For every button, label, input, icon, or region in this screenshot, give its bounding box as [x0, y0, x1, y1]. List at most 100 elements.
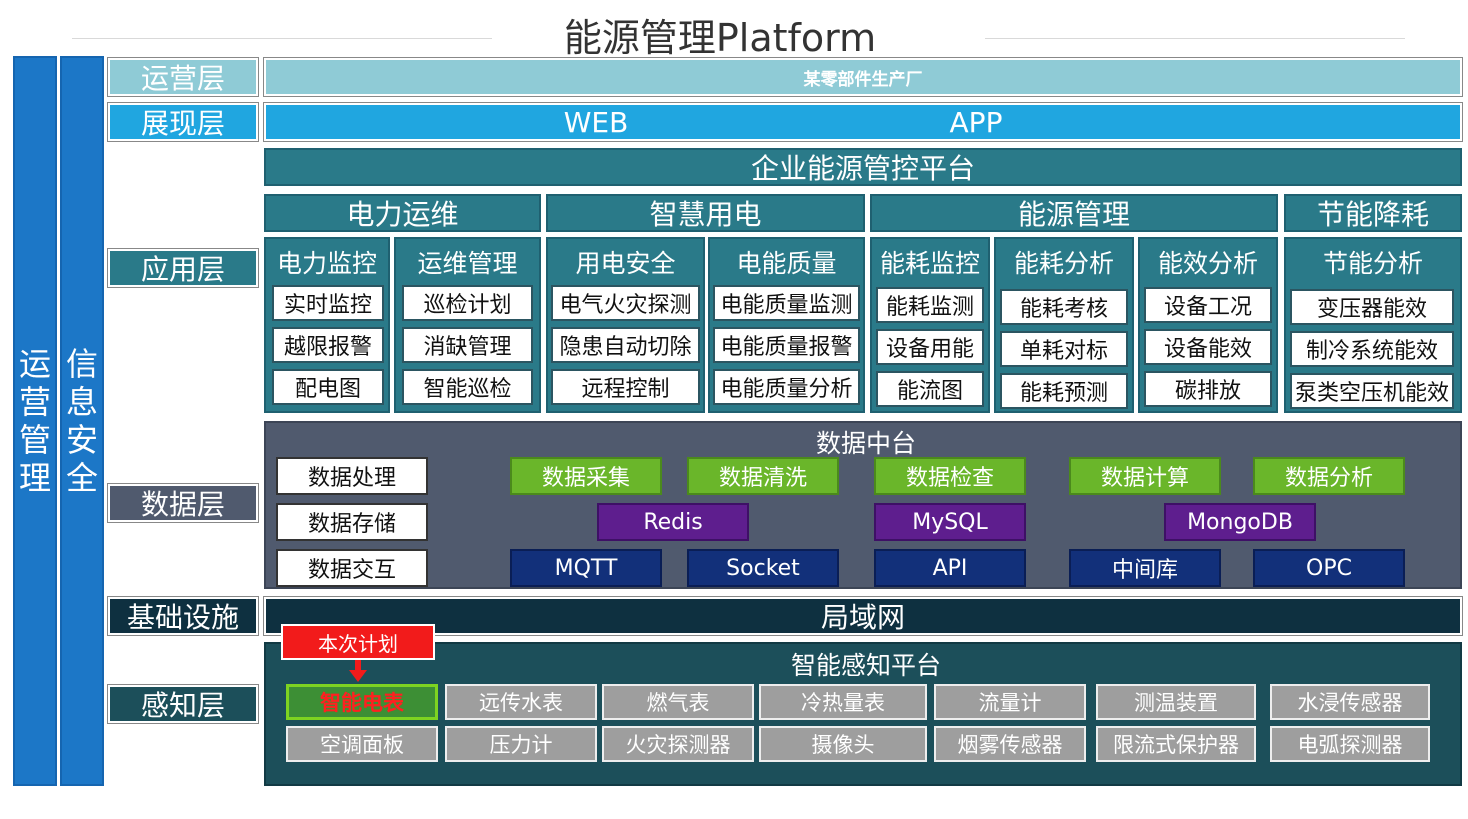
subcolumn-saving-analysis: 节能分析 变压器能效 制冷系统能效 泵类空压机能效: [1284, 237, 1462, 413]
layer-application: 应用层: [107, 248, 259, 288]
device-item: 空调面板: [286, 726, 438, 762]
module-cell: 单耗对标: [1000, 331, 1128, 367]
database-item: MySQL: [874, 503, 1026, 541]
category-header: 节能降耗: [1284, 194, 1462, 232]
info-sec-char: 息: [65, 383, 98, 421]
layer-infrastructure: 基础设施: [107, 596, 259, 636]
device-item: 测温装置: [1096, 684, 1256, 720]
module-cell: 远程控制: [551, 369, 700, 405]
data-center-title: 数据中台: [815, 429, 916, 458]
module-cell: 能耗预测: [1000, 373, 1128, 409]
layer-presentation: 展现层: [107, 102, 259, 142]
ops-mgmt-char: 营: [18, 383, 51, 421]
protocol-item: API: [874, 549, 1026, 587]
database-item: Redis: [597, 503, 749, 541]
module-cell: 变压器能效: [1290, 289, 1454, 325]
module-cell: 电能质量分析: [713, 369, 860, 405]
app-label: APP: [949, 105, 1003, 139]
layer-ops: 运营层: [107, 57, 259, 97]
subcolumn-title: 节能分析: [1322, 249, 1423, 278]
subcolumn-power-monitoring: 电力监控 实时监控 越限报警 配电图: [264, 237, 390, 413]
title-line-left: [72, 38, 492, 39]
ops-bar-label: 某零部件生产厂: [803, 69, 923, 90]
plan-callout: 本次计划: [281, 624, 435, 660]
subcolumn-power-quality: 电能质量 电能质量监测 电能质量报警 电能质量分析: [708, 237, 865, 413]
ops-management-bar: 运 营 管 理: [13, 56, 57, 786]
module-cell: 电气火灾探测: [551, 285, 700, 321]
subcolumn-title: 电能质量: [736, 249, 837, 278]
module-cell: 越限报警: [272, 327, 384, 363]
module-cell: 电能质量监测: [713, 285, 860, 321]
perception-panel: 智能感知平台 智能电表 远传水表 燃气表 冷热量表 流量计 测温装置 水浸传感器…: [264, 642, 1462, 786]
web-label: WEB: [563, 105, 629, 139]
subcolumn-title: 能耗分析: [1013, 249, 1114, 278]
device-item: 冷热量表: [759, 684, 927, 720]
subcolumn-consumption-monitoring: 能耗监控 能耗监测 设备用能 能流图: [870, 237, 990, 413]
subcolumn-electric-safety: 用电安全 电气火灾探测 隐患自动切除 远程控制: [546, 237, 705, 413]
device-item: 燃气表: [602, 684, 754, 720]
subcolumn-title: 电力监控: [276, 249, 377, 278]
data-left-item: 数据处理: [276, 457, 428, 495]
page-title: 能源管理Platform: [563, 15, 877, 60]
protocol-item: MQTT: [510, 549, 662, 587]
device-item: 水浸传感器: [1270, 684, 1430, 720]
title-line-right: [985, 38, 1405, 39]
device-item: 烟雾传感器: [934, 726, 1086, 762]
module-cell: 实时监控: [272, 285, 384, 321]
subcolumn-consumption-analysis: 能耗分析 能耗考核 单耗对标 能耗预测: [994, 237, 1134, 413]
protocol-item: Socket: [687, 549, 839, 587]
ops-mgmt-char: 理: [18, 459, 51, 497]
subcolumn-title: 能效分析: [1157, 249, 1258, 278]
module-cell: 设备用能: [876, 329, 984, 365]
info-sec-char: 信: [65, 345, 98, 383]
data-left-item: 数据交互: [276, 549, 428, 587]
platform-bar: 企业能源管控平台: [264, 148, 1462, 186]
database-item: MongoDB: [1164, 503, 1316, 541]
category-header: 电力运维: [264, 194, 541, 232]
module-cell: 能流图: [876, 371, 984, 407]
module-cell: 泵类空压机能效: [1290, 373, 1454, 409]
protocol-item: 中间库: [1069, 549, 1221, 587]
data-green-item: 数据检查: [874, 457, 1026, 495]
subcolumn-om-management: 运维管理 巡检计划 消缺管理 智能巡检: [394, 237, 541, 413]
module-cell: 隐患自动切除: [551, 327, 700, 363]
presentation-bar: WEB APP: [263, 102, 1463, 142]
module-cell: 能耗监测: [876, 287, 984, 323]
category-header: 能源管理: [870, 194, 1278, 232]
module-cell: 能耗考核: [1000, 289, 1128, 325]
device-item: 火灾探测器: [602, 726, 754, 762]
category-header: 智慧用电: [546, 194, 865, 232]
device-item: 限流式保护器: [1096, 726, 1256, 762]
info-sec-char: 全: [65, 459, 98, 497]
info-sec-char: 安: [65, 421, 98, 459]
module-cell: 制冷系统能效: [1290, 331, 1454, 367]
data-green-item: 数据计算: [1069, 457, 1221, 495]
protocol-item: OPC: [1253, 549, 1405, 587]
module-cell: 智能巡检: [402, 369, 533, 405]
data-green-item: 数据清洗: [687, 457, 839, 495]
module-cell: 电能质量报警: [713, 327, 860, 363]
data-center-panel: 数据中台 数据处理 数据存储 数据交互 数据采集 数据清洗 数据检查 数据计算 …: [264, 421, 1462, 589]
lan-bar: 局域网: [263, 596, 1463, 636]
device-item: 摄像头: [759, 726, 927, 762]
subcolumn-title: 运维管理: [417, 249, 518, 278]
perception-title: 智能感知平台: [790, 651, 941, 680]
data-left-item: 数据存储: [276, 503, 428, 541]
layer-data: 数据层: [107, 483, 259, 523]
device-item: 流量计: [934, 684, 1086, 720]
plan-arrow-icon: [349, 660, 367, 682]
module-cell: 巡检计划: [402, 285, 533, 321]
info-security-bar: 信 息 安 全: [60, 56, 104, 786]
ops-bar: 某零部件生产厂: [263, 57, 1463, 97]
module-cell: 配电图: [272, 369, 384, 405]
ops-mgmt-char: 运: [18, 345, 51, 383]
subcolumn-efficiency-analysis: 能效分析 设备工况 设备能效 碳排放: [1138, 237, 1278, 413]
layer-perception: 感知层: [107, 684, 259, 724]
data-green-item: 数据采集: [510, 457, 662, 495]
subcolumn-title: 能耗监控: [879, 249, 980, 278]
device-item: 远传水表: [445, 684, 597, 720]
module-cell: 消缺管理: [402, 327, 533, 363]
module-cell: 碳排放: [1144, 371, 1272, 407]
module-cell: 设备工况: [1144, 287, 1272, 323]
device-item: 电弧探测器: [1270, 726, 1430, 762]
